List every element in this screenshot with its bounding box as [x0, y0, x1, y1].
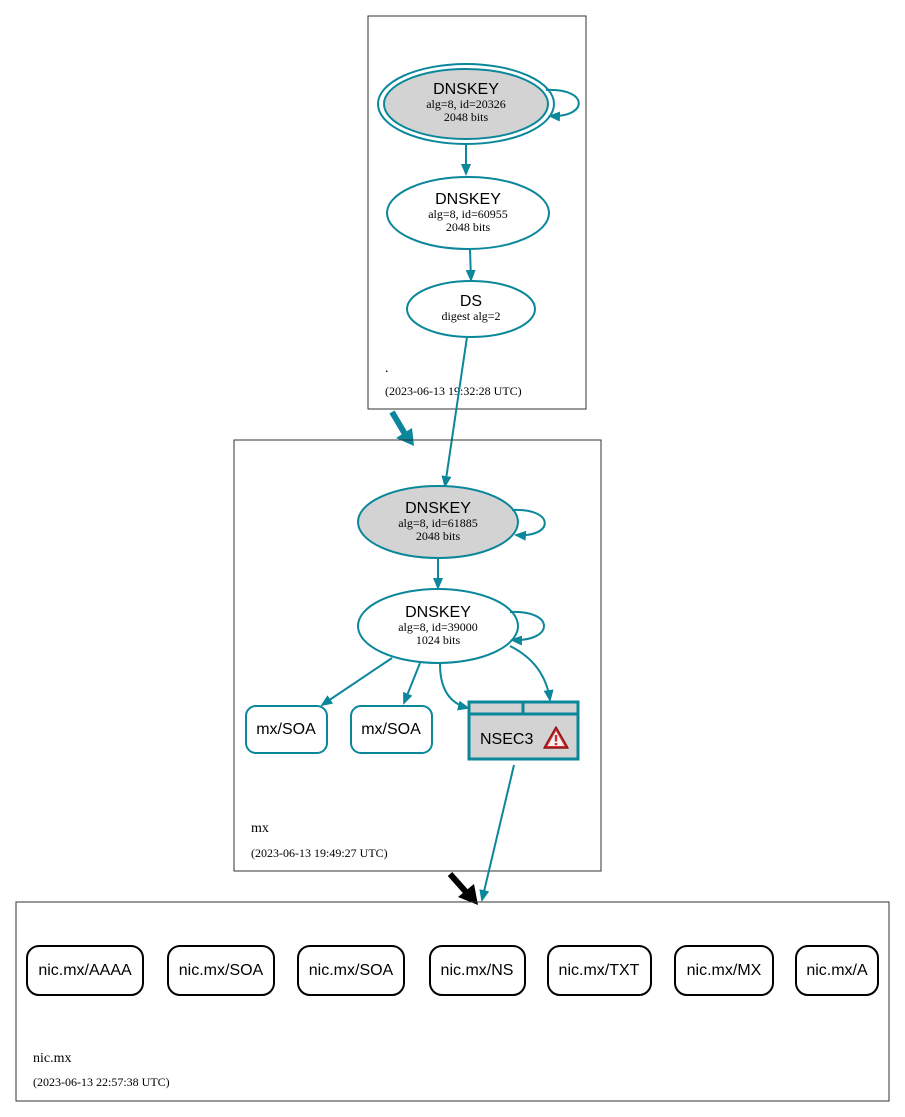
mx-soa-2-label: mx/SOA — [361, 721, 421, 738]
root-ksk-line1: alg=8, id=20326 — [426, 97, 506, 111]
mx-zsk-line1: alg=8, id=39000 — [398, 620, 478, 634]
root-ksk-ellipse — [383, 68, 549, 140]
root-ds-ellipse — [406, 280, 536, 338]
zone-root-timestamp: (2023-06-13 19:32:28 UTC) — [385, 384, 522, 398]
edge-root-ds-to-mx-ksk — [441, 336, 468, 488]
zone-mx: mx (2023-06-13 19:49:27 UTC) — [233, 439, 602, 872]
root-zsk-line1: alg=8, id=60955 — [428, 207, 508, 221]
mx-zsk-title: DNSKEY — [405, 604, 471, 621]
zone-nicmx: nic.mx (2023-06-13 22:57:38 UTC) — [15, 901, 890, 1102]
root-ds-title: DS — [460, 293, 482, 310]
zone-nicmx-name: nic.mx — [33, 1051, 72, 1066]
mx-soa-2-box — [350, 705, 433, 754]
nicmx-record-1-label: nic.mx/AAAA — [38, 962, 132, 979]
edge-mx-zsk-to-nsec3-b — [509, 645, 554, 702]
zone-mx-name: mx — [251, 821, 269, 836]
nicmx-record-5-label: nic.mx/TXT — [559, 962, 640, 979]
mx-ksk-line1: alg=8, id=61885 — [398, 516, 478, 530]
root-ds-node[interactable]: DS digest alg=2 — [406, 280, 536, 338]
zone-root-box — [367, 15, 587, 410]
root-ksk-line2: 2048 bits — [444, 110, 489, 124]
edge-mx-zsk-to-soa-2 — [403, 662, 421, 705]
nicmx-record-3[interactable]: nic.mx/SOA — [297, 945, 405, 996]
nicmx-record-6-label: nic.mx/MX — [687, 962, 762, 979]
nicmx-record-2-label: nic.mx/SOA — [179, 962, 264, 979]
nicmx-record-4-box — [429, 945, 526, 996]
root-ksk-self-loop — [545, 88, 580, 122]
zone-mx-timestamp: (2023-06-13 19:49:27 UTC) — [251, 846, 388, 860]
mx-zsk-line2: 1024 bits — [416, 633, 461, 647]
delegation-root-to-mx-head — [396, 428, 414, 446]
nicmx-record-4[interactable]: nic.mx/NS — [429, 945, 526, 996]
root-ds-line1: digest alg=2 — [441, 309, 500, 323]
zone-nicmx-box — [15, 901, 890, 1102]
delegation-mx-to-nicmx — [447, 872, 469, 894]
nicmx-record-1-box — [26, 945, 144, 996]
mx-zsk-node[interactable]: DNSKEY alg=8, id=39000 1024 bits — [357, 588, 519, 664]
mx-soa-node-1[interactable]: mx/SOA — [245, 705, 328, 754]
root-zsk-title: DNSKEY — [435, 191, 501, 208]
delegation-root-to-mx — [389, 410, 408, 436]
mx-ksk-title: DNSKEY — [405, 500, 471, 517]
nicmx-record-7-label: nic.mx/A — [806, 962, 868, 979]
nicmx-record-5-box — [547, 945, 652, 996]
delegation-mx-to-nicmx-head — [458, 884, 478, 905]
mx-zsk-self-loop — [509, 610, 545, 646]
nicmx-record-2[interactable]: nic.mx/SOA — [167, 945, 275, 996]
edge-mx-zsk-to-nsec3-a — [439, 663, 470, 711]
mx-ksk-node[interactable]: DNSKEY alg=8, id=61885 2048 bits — [357, 485, 519, 559]
edge-nsec3-to-nicmx — [479, 764, 515, 902]
nicmx-record-4-label: nic.mx/NS — [441, 962, 514, 979]
nicmx-record-5[interactable]: nic.mx/TXT — [547, 945, 652, 996]
zone-nicmx-timestamp: (2023-06-13 22:57:38 UTC) — [33, 1075, 170, 1089]
root-ksk-node[interactable]: DNSKEY alg=8, id=20326 2048 bits — [377, 63, 555, 145]
nicmx-record-3-box — [297, 945, 405, 996]
zone-root: . (2023-06-13 19:32:28 UTC) — [367, 15, 587, 410]
root-zsk-line2: 2048 bits — [446, 220, 491, 234]
mx-soa-1-box — [245, 705, 328, 754]
mx-ksk-line2: 2048 bits — [416, 529, 461, 543]
root-zsk-node[interactable]: DNSKEY alg=8, id=60955 2048 bits — [386, 176, 550, 250]
mx-nsec3-label: NSEC3 — [480, 731, 533, 748]
zone-root-name: . — [385, 361, 389, 376]
mx-soa-node-2[interactable]: mx/SOA — [350, 705, 433, 754]
nicmx-record-7-box — [795, 945, 879, 996]
nicmx-record-7[interactable]: nic.mx/A — [795, 945, 879, 996]
mx-soa-1-label: mx/SOA — [256, 721, 316, 738]
warning-icon — [543, 726, 569, 749]
nicmx-record-6[interactable]: nic.mx/MX — [674, 945, 774, 996]
nicmx-record-2-box — [167, 945, 275, 996]
edge-mx-zsk-to-soa-1 — [320, 657, 393, 707]
nicmx-record-1[interactable]: nic.mx/AAAA — [26, 945, 144, 996]
zone-mx-box — [233, 439, 602, 872]
mx-zsk-ellipse — [357, 588, 519, 664]
mx-nsec3-node[interactable]: NSEC3 — [467, 700, 580, 761]
root-ksk-title: DNSKEY — [433, 81, 499, 98]
nicmx-record-3-label: nic.mx/SOA — [309, 962, 394, 979]
nicmx-record-6-box — [674, 945, 774, 996]
mx-ksk-self-loop — [511, 508, 546, 541]
edge-root-zsk-to-ds — [465, 248, 476, 282]
root-zsk-ellipse — [386, 176, 550, 250]
